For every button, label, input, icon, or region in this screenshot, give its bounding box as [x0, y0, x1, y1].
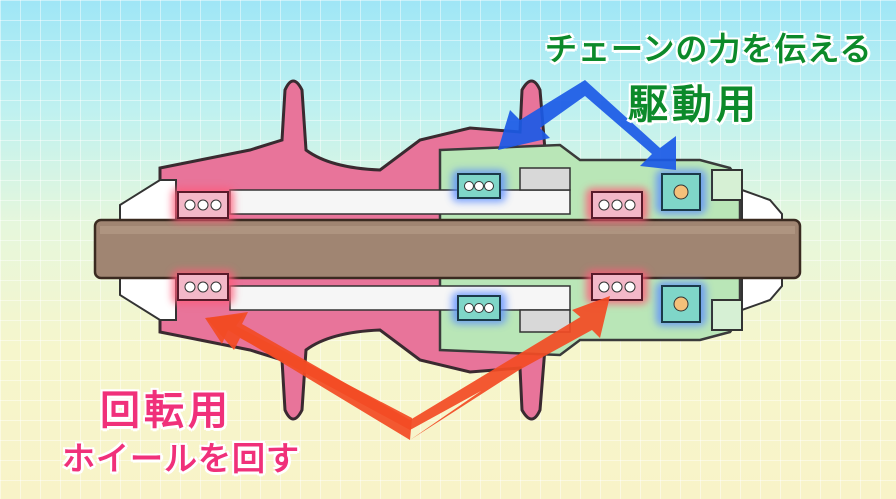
rotation-description: ホイールを回す — [62, 439, 300, 478]
rotation-arrow-left-icon — [205, 314, 412, 440]
rotation-bearing-left-bottom — [172, 270, 234, 304]
freehub-splines-bottom — [711, 299, 743, 331]
drive-bearing-outer-bottom — [656, 282, 706, 326]
rotation-bearing-right-bottom — [586, 270, 648, 304]
drive-bearing-inner-top — [452, 170, 506, 202]
rotation-bearing-right-top — [586, 188, 648, 222]
drive-arrow-icon — [498, 80, 676, 170]
inner-tube-top — [229, 189, 571, 215]
axle — [93, 218, 802, 280]
inner-tube-bottom — [229, 285, 571, 311]
drive-description: チェーンの力を伝える — [545, 30, 873, 68]
freehub-splines-top — [711, 169, 743, 201]
drive-bearing-outer-top — [656, 170, 706, 214]
drive-title: 駆動用 — [628, 82, 760, 128]
rotation-title: 回転用 — [100, 388, 232, 434]
ratchet-top — [519, 167, 571, 191]
axle-highlight — [100, 226, 795, 234]
rotation-bearing-left-top — [172, 188, 234, 222]
drive-bearing-inner-bottom — [452, 292, 506, 324]
ratchet-bottom — [519, 309, 571, 333]
